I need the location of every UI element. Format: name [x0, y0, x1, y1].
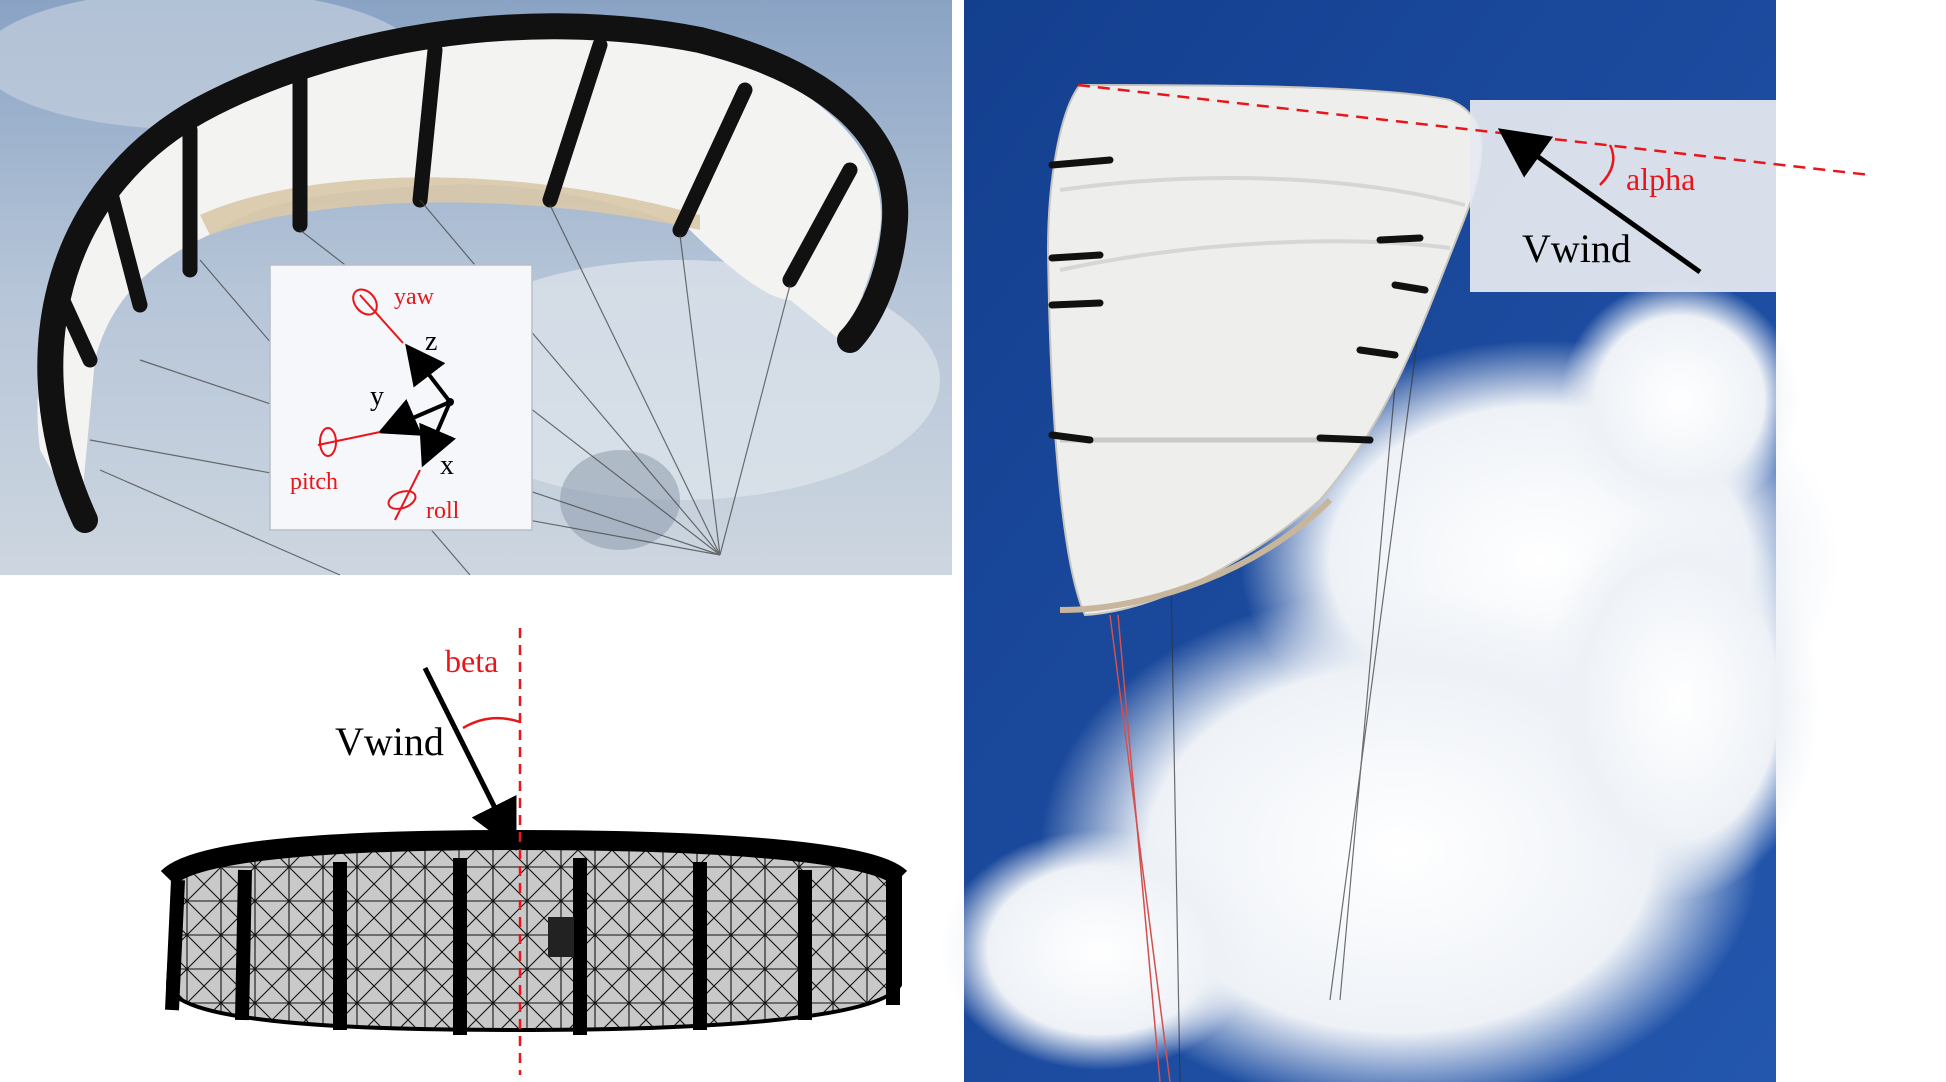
x-label: x: [440, 450, 454, 481]
yaw-label: yaw: [394, 284, 435, 310]
z-axis-arrow: [405, 343, 452, 404]
y-axis-arrow: [377, 398, 451, 436]
y-label: y: [370, 381, 384, 412]
pitch-axis-line: [317, 431, 381, 446]
top-left-kite-photo: [0, 0, 952, 576]
z-label: z: [425, 326, 437, 357]
chord-dashed-line: [1077, 83, 1871, 177]
wind-arrow-front: [422, 666, 517, 851]
beta-angle-arc: [462, 716, 521, 730]
axes-inset-panel: yaw z y x pitch roll: [269, 264, 533, 531]
beta-label: beta: [445, 643, 498, 679]
alpha-angle-arc: [1599, 144, 1615, 186]
alpha-label: alpha: [1626, 161, 1695, 197]
bottom-left-mesh-model: beta Vwind: [160, 628, 908, 1075]
x-axis-arrow: [419, 401, 457, 468]
axes-inset-background: [269, 264, 533, 531]
yaw-axis-line: [359, 294, 404, 344]
wind-arrow-side: [1497, 128, 1702, 275]
vwind-label-front: Vwind: [335, 719, 444, 764]
origin-dot: [446, 398, 454, 406]
pitch-rotation-icon: [319, 427, 337, 457]
pitch-label: pitch: [290, 469, 338, 495]
vwind-label-side: Vwind: [1522, 226, 1631, 271]
right-kite-photo: alpha Vwind: [940, 0, 1871, 1082]
yaw-rotation-icon: [352, 288, 378, 316]
roll-axis-line: [394, 469, 421, 521]
roll-rotation-icon: [387, 490, 417, 510]
roll-label: roll: [426, 498, 460, 524]
